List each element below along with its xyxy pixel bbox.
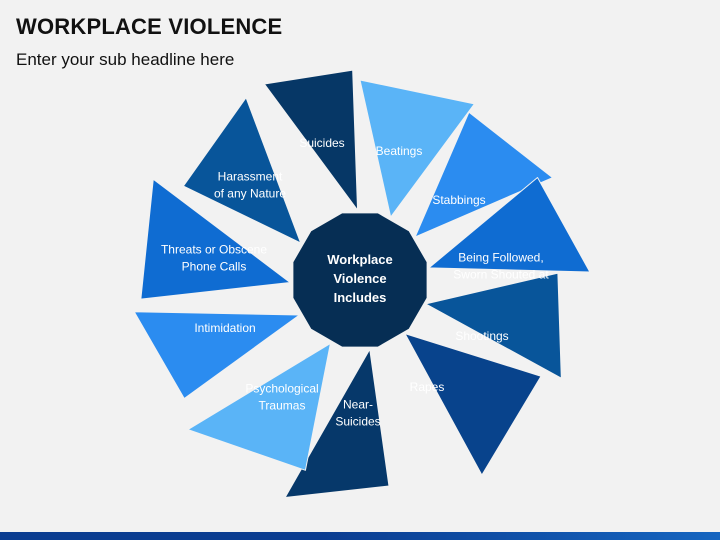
- petal-label: Stabbings: [432, 193, 485, 207]
- page-subtitle: Enter your sub headline here: [16, 50, 235, 69]
- petal-shape: [133, 311, 300, 400]
- petal-label: Intimidation: [194, 321, 255, 335]
- petal-shape: [187, 342, 331, 471]
- petal-label: Beatings: [376, 144, 423, 158]
- petal-label: Rapes: [410, 380, 445, 394]
- petal-shape: [428, 177, 591, 273]
- petal-label: Near-Suicides: [335, 398, 380, 429]
- petal-label: Suicides: [299, 136, 344, 150]
- petal-shape: [359, 79, 475, 218]
- center-hub: [291, 211, 429, 349]
- petal-shape: [404, 333, 542, 476]
- petal-label: Being Followed,Sworn Shouted at: [453, 251, 549, 282]
- petal-shape: [182, 97, 302, 244]
- petal-shape: [140, 178, 291, 300]
- petal-shape: [414, 111, 553, 238]
- petal-shape: [263, 69, 359, 211]
- petal-shape: [284, 348, 390, 498]
- petal-label: Shootings: [455, 329, 508, 343]
- page-title: WORKPLACE VIOLENCE: [16, 14, 283, 39]
- petal-shape: [425, 272, 562, 379]
- footer-bar: [0, 532, 720, 540]
